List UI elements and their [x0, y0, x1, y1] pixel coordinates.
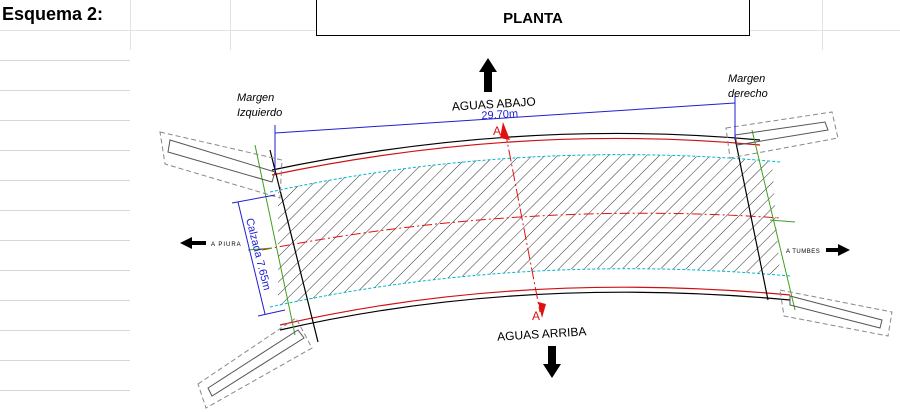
support-tick	[247, 247, 273, 251]
left-bank-label-line2: Izquierdo	[237, 107, 282, 119]
sheet-grid-line	[0, 90, 130, 91]
section-arrow-top	[500, 122, 510, 140]
to-tumbes-label: A TUMBES	[786, 249, 820, 255]
deck-curb-bottom	[279, 286, 791, 326]
sheet-grid-line	[0, 60, 130, 61]
sheet-grid-line	[0, 150, 130, 151]
section-cut-line	[504, 129, 541, 313]
section-marker-top: A	[493, 124, 501, 138]
wingwall-top-left	[159, 131, 283, 199]
support-tick	[769, 219, 796, 223]
sheet-grid-line	[0, 360, 130, 361]
roadway-dimension-line	[237, 201, 266, 315]
upstream-label: AGUAS ARRIBA	[497, 324, 587, 343]
deck-edge-bottom	[279, 291, 791, 331]
section-marker-bottom: A	[532, 309, 540, 323]
right-bank-label-line2: derecho	[728, 88, 768, 100]
sheet-grid-line	[0, 210, 130, 211]
to-piura-arrow-icon	[180, 237, 206, 249]
downstream-arrow-icon	[479, 58, 497, 92]
sheet-grid-line	[0, 120, 130, 121]
left-abutment-line	[269, 149, 319, 343]
sheet-grid-line	[0, 300, 130, 301]
to-tumbes-arrow-icon	[826, 244, 850, 256]
sheet-grid-line	[230, 0, 231, 50]
deck-edge-top	[271, 132, 761, 171]
wingwall-bottom-right	[779, 289, 893, 337]
view-title-box: PLANTA	[316, 0, 750, 36]
upstream-arrow-icon	[543, 346, 561, 378]
to-piura-label: A PIURA	[211, 242, 242, 248]
left-support-line	[254, 144, 296, 336]
roadway-dimension-extension	[257, 309, 286, 317]
left-bank-label-line1: Margen	[237, 92, 274, 104]
wingwall-bottom-left	[197, 317, 313, 409]
roadway-dimension-extension	[231, 194, 276, 204]
wingwall-top-right	[725, 111, 839, 159]
span-dimension-line	[274, 102, 736, 134]
sheet-grid-line	[0, 390, 130, 391]
sheet-grid-line	[822, 0, 823, 50]
roadway-edge-top	[269, 154, 781, 193]
right-bank-label-line1: Margen	[728, 73, 765, 85]
road-axis	[261, 212, 781, 251]
downstream-label: AGUAS ABAJO	[451, 94, 536, 113]
sheet-grid-line	[130, 0, 131, 50]
span-dimension-label: 29.70m	[481, 108, 518, 122]
roadway-dimension-label: Calzada 7.65m	[243, 217, 273, 292]
sheet-grid-line	[0, 180, 130, 181]
sheet-title: Esquema 2:	[2, 4, 104, 24]
sheet-grid-line	[0, 270, 130, 271]
sheet-grid-line	[0, 330, 130, 331]
section-arrow-bottom	[538, 302, 546, 318]
deck-curb-top	[271, 137, 761, 176]
deck-hatch	[278, 154, 780, 306]
right-abutment-line	[734, 137, 769, 301]
sheet-grid-line	[0, 240, 130, 241]
roadway-edge-bottom	[269, 268, 791, 308]
